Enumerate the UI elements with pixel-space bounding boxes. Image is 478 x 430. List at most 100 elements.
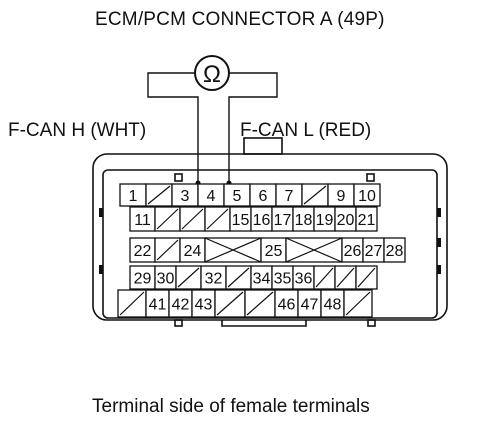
terminal-cell-empty [244,289,276,318]
terminal-number: 34 [253,271,271,288]
terminal-cell-empty [204,206,231,232]
terminal-number: 10 [358,188,376,205]
housing-latch [243,137,283,155]
terminal-cell-21: 21 [355,206,378,232]
terminal-number: 7 [285,188,294,205]
terminal-number: 41 [149,297,167,314]
terminal-number: 28 [386,243,404,260]
terminal-cell-6: 6 [249,183,277,207]
housing-stud-right [366,173,375,182]
terminal-cell-10: 10 [353,183,381,207]
terminal-cell-32: 32 [200,265,227,290]
terminal-cell-29: 29 [129,265,156,290]
ohm-symbol: Ω [203,61,221,88]
terminal-cell-11: 11 [129,206,156,232]
terminal-cell-3: 3 [171,183,199,207]
terminal-cell-48: 48 [320,289,345,318]
terminal-cell-35: 35 [271,265,294,290]
terminal-cell-1: 1 [119,183,147,207]
housing-bottom-key [221,320,307,327]
terminal-number: 29 [134,271,152,288]
terminal-cell-34: 34 [250,265,273,290]
housing-tab-right [367,319,376,327]
terminal-number: 30 [157,271,175,288]
terminal-cell-empty [313,265,336,290]
terminal-cell-36: 36 [292,265,315,290]
terminal-cell-7: 7 [275,183,303,207]
terminal-number: 35 [274,271,292,288]
terminal-number: 9 [337,188,346,205]
terminal-cell-26: 26 [341,237,364,263]
terminal-number: 20 [337,212,355,229]
terminal-cell-empty [343,289,373,318]
terminal-number: 32 [205,271,223,288]
terminal-number: 21 [358,212,376,229]
terminal-cell-empty [175,265,202,290]
terminal-cell-46: 46 [274,289,299,318]
terminal-cell-empty [334,265,357,290]
diagram-caption: Terminal side of female terminals [92,396,370,417]
terminal-cell-empty [301,183,329,207]
terminal-cell-43: 43 [191,289,216,318]
terminal-cell-9: 9 [327,183,355,207]
terminal-number: 36 [295,271,313,288]
terminal-number: 16 [253,212,271,229]
terminal-number: 25 [265,243,283,260]
terminal-cell-blank [204,237,262,263]
terminal-cell-27: 27 [362,237,385,263]
terminal-cell-28: 28 [383,237,406,263]
terminal-cell-22: 22 [129,237,156,263]
terminal-cell-20: 20 [334,206,357,232]
can-l-wire-label: F-CAN L (RED) [240,120,372,141]
terminal-cell-25: 25 [260,237,287,263]
diagram-title: ECM/PCM CONNECTOR A (49P) [95,9,385,30]
terminal-cell-24: 24 [179,237,206,263]
terminal-number: 48 [324,297,342,314]
terminal-cell-41: 41 [145,289,170,318]
terminal-number: 24 [184,243,202,260]
terminal-cell-empty [117,289,147,318]
housing-stud-left [174,173,183,182]
terminal-number: 43 [195,297,213,314]
terminal-cell-18: 18 [292,206,315,232]
terminal-number: 18 [295,212,313,229]
terminal-number: 6 [259,188,268,205]
terminal-number: 46 [278,297,296,314]
terminal-number: 19 [316,212,334,229]
terminal-number: 11 [134,212,151,229]
terminal-cell-empty [179,206,206,232]
terminal-number: 27 [365,243,383,260]
terminal-cell-empty [214,289,246,318]
ohmmeter-icon: Ω [194,55,230,91]
terminal-number: 22 [134,243,152,260]
terminal-cell-empty [225,265,252,290]
terminal-number: 26 [344,243,362,260]
terminal-cell-empty [154,206,181,232]
terminal-cell-19: 19 [313,206,336,232]
terminal-cell-15: 15 [229,206,252,232]
can-h-wire-label: F-CAN H (WHT) [8,120,147,141]
terminal-number: 1 [129,188,138,205]
terminal-cell-empty [154,237,181,263]
lead-to-can-l [228,72,278,183]
terminal-number: 15 [232,212,250,229]
housing-edge-marks [99,208,441,274]
terminal-number: 4 [207,188,216,205]
terminal-cell-empty [355,265,378,290]
terminal-number: 3 [181,188,190,205]
terminal-cell-empty [145,183,173,207]
terminal-cell-4: 4 [197,183,225,207]
terminal-number: 17 [274,212,292,229]
terminal-cell-42: 42 [168,289,193,318]
terminal-cell-16: 16 [250,206,273,232]
terminal-number: 47 [301,297,319,314]
terminal-cell-30: 30 [154,265,177,290]
housing-tab-left [174,319,183,327]
terminal-cell-47: 47 [297,289,322,318]
terminal-number: 42 [172,297,190,314]
lead-to-can-h [147,72,199,183]
terminal-cell-blank [285,237,343,263]
